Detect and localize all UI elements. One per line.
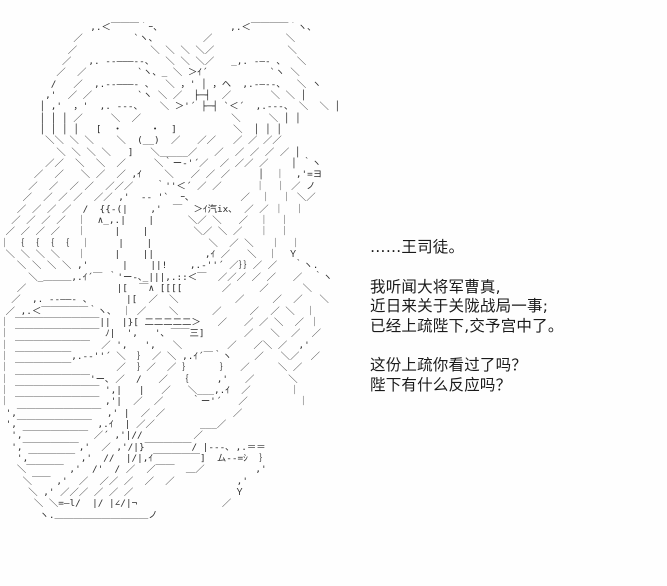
speech-line: 近日来关于关陇战局一事; [370, 297, 549, 315]
speech-line: 已经上疏陛下,交予宫中了。 [370, 316, 564, 335]
speech-line: 这份上疏你看过了吗？ [370, 356, 528, 374]
ascii-art-character-figure: ,.＜￣￣￣｀ｰ、 ,.＜￣￣￣￣｀ヽ、 ／ `ヽ、 ／ ＼ ／ ＼ ＼ ＼ ＼… [0, 22, 341, 521]
ascii-art-illustration: ,.＜￣￣￣｀ｰ、 ,.＜￣￣￣￣｀ヽ、 ／ `ヽ、 ／ ＼ ／ ＼ ＼ ＼ ＼… [0, 22, 372, 582]
dialogue-text-area: ……王司徒。 我听闻大将军曹真, 近日来关于关陇战局一事; 已经上疏陛下,交予宫… [370, 238, 650, 395]
speech-line: 我听闻大将军曹真, [370, 277, 501, 296]
speech-block-3: 这份上疏你看过了吗？ 陛下有什么反应吗？ [370, 356, 650, 395]
speech-block-2: 我听闻大将军曹真, 近日来关于关陇战局一事; 已经上疏陛下,交予宫中了。 [370, 278, 650, 337]
speech-line: 陛下有什么反应吗？ [370, 375, 512, 394]
speech-line: ……王司徒。 [370, 238, 465, 256]
speech-block-1: ……王司徒。 [370, 238, 650, 258]
